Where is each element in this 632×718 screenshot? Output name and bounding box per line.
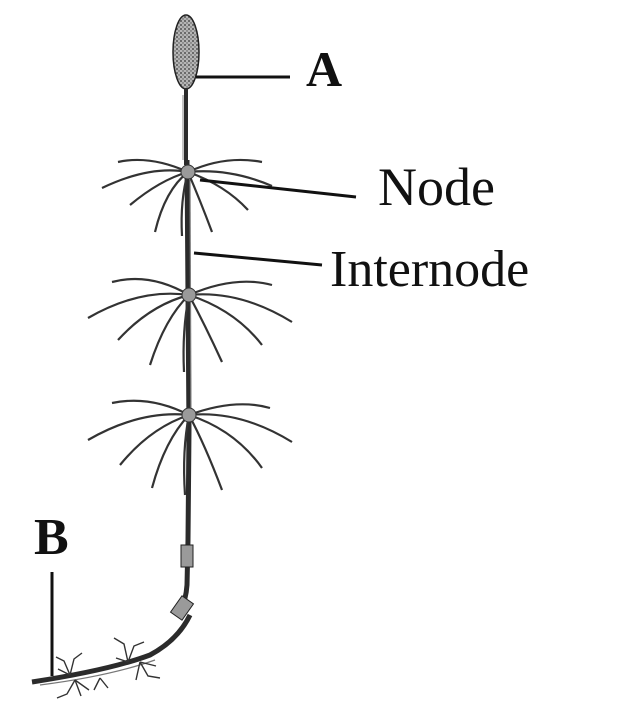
internode-leader-line xyxy=(193,251,323,267)
label-b: B xyxy=(34,509,69,566)
branch-whorl-upper xyxy=(101,158,273,237)
label-internode: Internode xyxy=(330,241,530,298)
branch-whorl-lower xyxy=(87,399,293,496)
label-node: Node xyxy=(378,157,495,217)
node-leader-line xyxy=(199,178,357,199)
rhizome xyxy=(31,613,193,686)
roots xyxy=(55,637,161,699)
branch-whorl-middle xyxy=(87,277,293,373)
main-stem xyxy=(169,159,195,621)
label-a: A xyxy=(306,41,343,97)
strobilus-cone xyxy=(172,14,200,165)
leader-lines xyxy=(50,75,357,676)
